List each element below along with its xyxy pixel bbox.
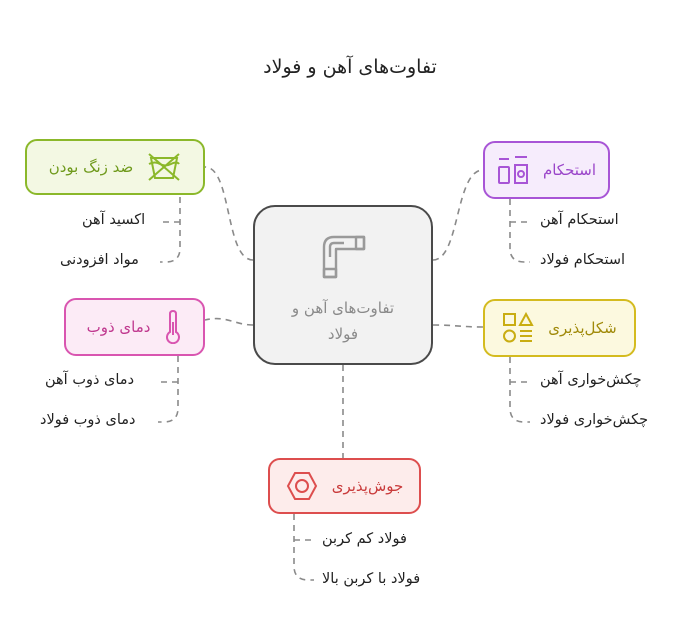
connector-strength-leaves (509, 199, 530, 263)
leaf-melting-1: دمای ذوب آهن (45, 372, 135, 388)
connector-weldability-leaves (293, 514, 314, 581)
no-rust-icon (147, 152, 181, 182)
center-label: تفاوت‌های آهن و فولاد (291, 299, 395, 343)
node-label: استحکام (542, 161, 597, 179)
pipe-elbow-icon (320, 233, 366, 283)
leaf-formability-2: چکش‌خواری فولاد (540, 412, 649, 428)
leaf-rust-1: اکسید آهن (82, 212, 146, 228)
strength-shapes-icon (497, 155, 529, 185)
node-rust-resistance: ضد زنگ بودن (25, 139, 205, 195)
leaf-formability-1: چکش‌خواری آهن (540, 372, 642, 388)
node-label: جوش‌پذیری (331, 477, 404, 495)
node-formability: شکل‌پذیری (483, 299, 636, 357)
node-weldability: جوش‌پذیری (268, 458, 421, 514)
diagram-title: تفاوت‌های آهن و فولاد (263, 56, 437, 78)
node-label: ضد زنگ بودن (48, 158, 134, 176)
connector-center-formability (432, 324, 484, 328)
leaf-weldability-2: فولاد با کربن بالا (322, 571, 421, 587)
leaf-strength-1: استحکام آهن (540, 212, 619, 228)
connector-melting-leaves (158, 356, 179, 423)
leaf-rust-2: مواد افزودنی (60, 252, 139, 268)
node-label: شکل‌پذیری (548, 319, 617, 337)
leaf-melting-2: دمای ذوب فولاد (40, 412, 136, 428)
connector-rust-leaves (160, 197, 181, 263)
node-label: دمای ذوب (86, 318, 151, 336)
connector-formability-leaves (509, 357, 530, 423)
shapes-icon (502, 312, 534, 344)
hex-nut-icon (286, 471, 318, 501)
leaf-weldability-1: فولاد کم کربن (322, 531, 407, 547)
node-strength: استحکام (483, 141, 610, 199)
connector-center-rust (204, 166, 254, 261)
connector-center-strength (432, 169, 484, 261)
node-melting-point: دمای ذوب (64, 298, 205, 356)
center-node: تفاوت‌های آهن و فولاد (253, 205, 433, 365)
leaf-strength-2: استحکام فولاد (540, 252, 626, 268)
connector-center-melting (204, 317, 254, 326)
thermometer-icon (164, 310, 182, 344)
